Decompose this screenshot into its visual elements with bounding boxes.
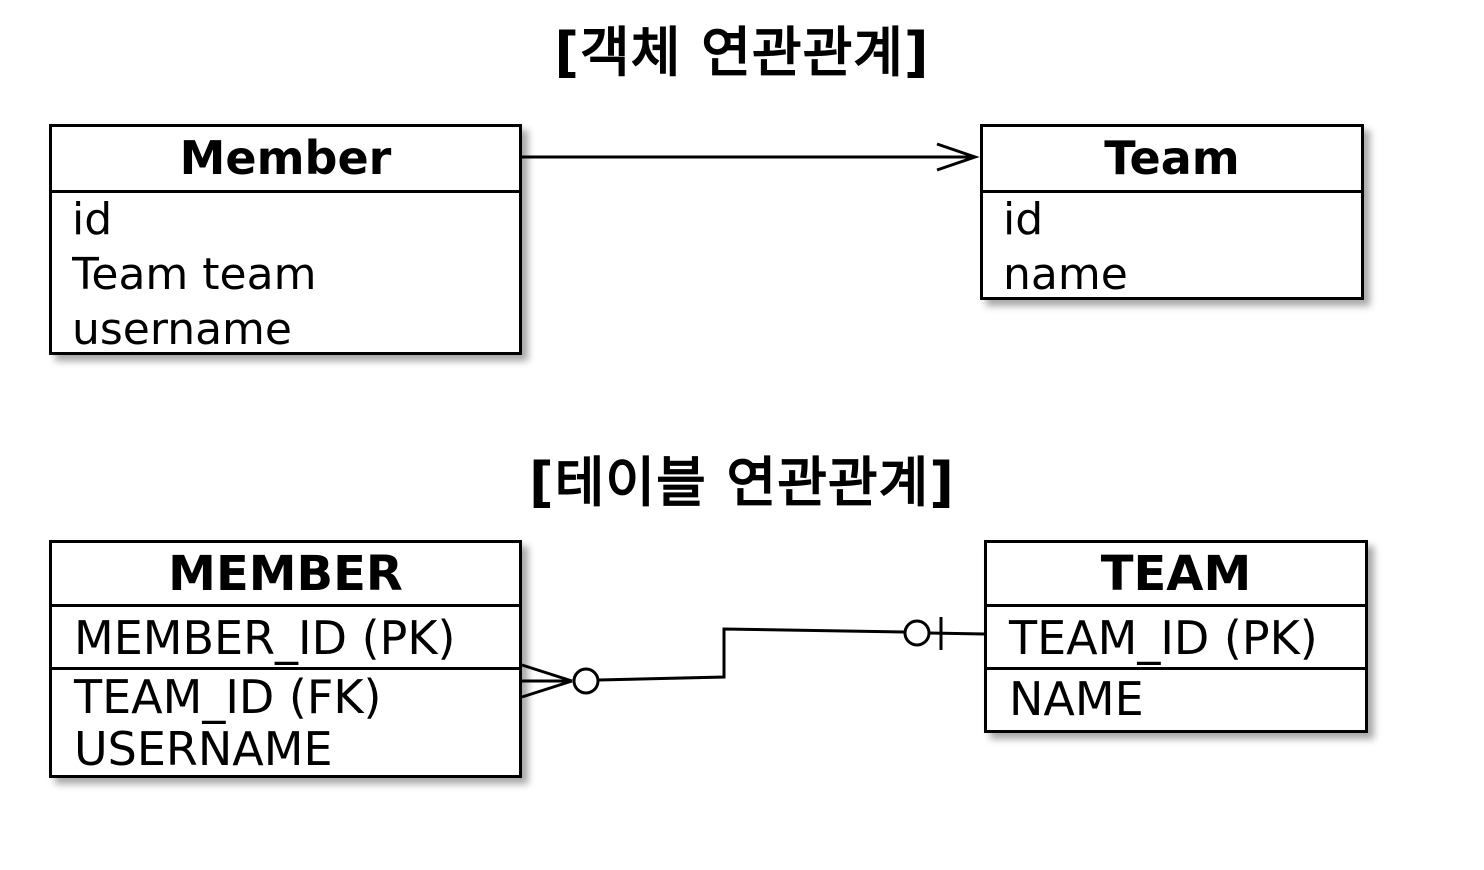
member-class-name: Member [52,127,519,193]
member-field-team: Team team [72,249,317,300]
team-table-columns: TEAM_ID (PK) NAME [987,607,1365,728]
member-table-columns: MEMBER_ID (PK) TEAM_ID (FK) USERNAME [52,607,519,776]
team-field-name: name [1003,249,1128,300]
team-column-name: NAME [1009,672,1144,726]
arrowhead-icon [936,142,980,172]
relationship-end-line [928,631,985,636]
team-class-name: Team [983,127,1361,193]
crowfoot-lower-prong [521,679,573,699]
team-table-name: TEAM [987,543,1365,607]
member-class-fields: id Team team username [52,193,519,358]
member-column-username: USERNAME [74,724,333,776]
member-column-member-id: MEMBER_ID (PK) [52,607,519,670]
team-field-id: id [1003,194,1044,245]
member-table-box: MEMBER MEMBER_ID (PK) TEAM_ID (FK) USERN… [49,540,522,778]
member-class-box: Member id Team team username [49,124,522,355]
table-relationship-title: [테이블 연관관계] [529,451,955,514]
member-table-name: MEMBER [52,543,519,607]
optional-circle-icon [572,667,600,695]
object-relationship-title: [객체 연관관계] [554,21,930,84]
relationship-line [597,627,905,682]
team-table-box: TEAM TEAM_ID (PK) NAME [984,540,1368,733]
optional-circle-icon [903,619,931,647]
team-class-box: Team id name [980,124,1364,300]
team-class-fields: id name [983,193,1361,303]
member-field-id: id [72,194,113,245]
team-column-team-id: TEAM_ID (PK) [987,607,1365,670]
member-field-username: username [72,304,292,355]
table-relationship-link [521,617,985,699]
association-arrow [522,142,980,172]
crowfoot-upper-prong [521,663,573,683]
member-column-team-id: TEAM_ID (FK) [74,670,382,724]
